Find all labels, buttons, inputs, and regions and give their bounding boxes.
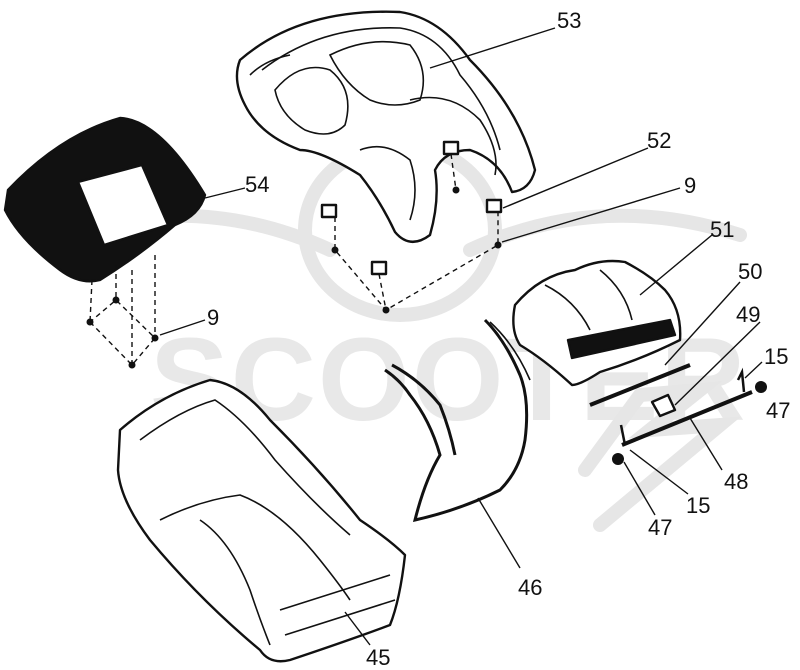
callout-49: 49 bbox=[736, 302, 760, 327]
callout-9-upper: 9 bbox=[684, 173, 696, 198]
callout-9-lower: 9 bbox=[207, 305, 219, 330]
cap-47-a bbox=[755, 381, 767, 393]
callout-54: 54 bbox=[245, 172, 269, 197]
nut-52-d bbox=[485, 198, 503, 214]
callout-52: 52 bbox=[647, 128, 671, 153]
part-46-frame bbox=[384, 318, 531, 522]
nut-52-a bbox=[320, 203, 338, 219]
part-51-cover-plate bbox=[512, 259, 682, 387]
assembly-lines bbox=[88, 153, 499, 367]
callout-47-lower: 47 bbox=[648, 515, 672, 540]
part-49-latch bbox=[650, 393, 677, 418]
part-48-axle bbox=[621, 390, 753, 447]
part-53-rear-cover bbox=[235, 10, 537, 243]
callout-48: 48 bbox=[724, 469, 748, 494]
callout-53: 53 bbox=[557, 8, 581, 33]
clip-15-b bbox=[619, 424, 627, 446]
part-50-rod bbox=[589, 363, 691, 407]
part-54-lid bbox=[3, 116, 207, 283]
callout-50: 50 bbox=[738, 259, 762, 284]
callout-47-upper: 47 bbox=[766, 398, 790, 423]
clip-15-a bbox=[736, 367, 746, 393]
callout-51: 51 bbox=[710, 217, 734, 242]
part-45-catcher-bag bbox=[116, 378, 407, 663]
callout-46: 46 bbox=[518, 575, 542, 600]
leader-lines bbox=[159, 27, 763, 646]
callout-labels: 53 52 9 54 9 51 50 49 15 47 48 15 47 46 … bbox=[207, 8, 790, 670]
callout-45: 45 bbox=[366, 645, 390, 670]
callout-15-upper: 15 bbox=[764, 344, 788, 369]
cap-47-b bbox=[612, 453, 624, 465]
nut-52-b bbox=[370, 260, 388, 276]
screw-9-a bbox=[331, 246, 339, 254]
nut-52-c bbox=[442, 140, 460, 156]
callout-15-lower: 15 bbox=[686, 493, 710, 518]
